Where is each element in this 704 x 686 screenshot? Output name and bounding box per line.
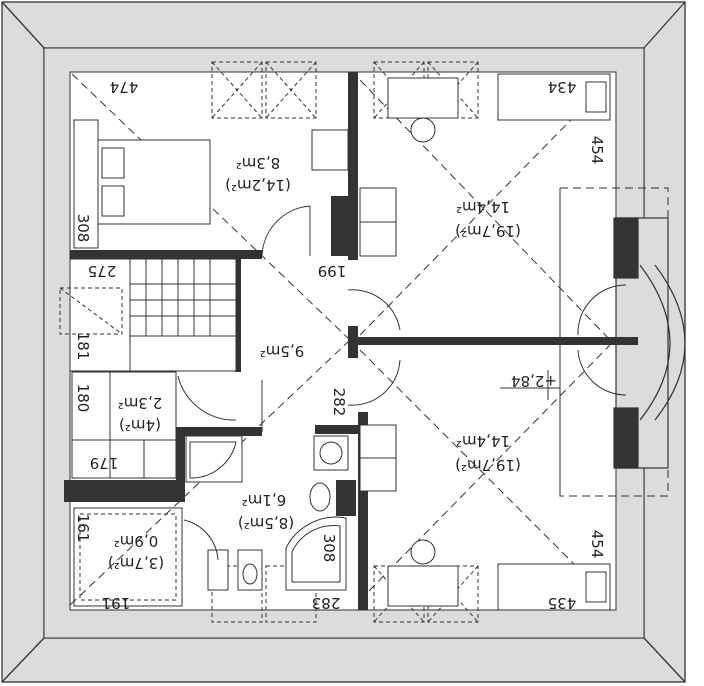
attic-zone (43, 47, 645, 639)
room-hall: 9,5m² (260, 342, 304, 360)
room-ne-sub: (19,7m²) (455, 222, 521, 240)
room-labels: 8,3m² (14,2m²) 14,4m² (19,7m²) 9,5m² 2,3… (108, 154, 521, 572)
storage (73, 507, 183, 607)
dim-474: 474 (110, 78, 139, 96)
hall-area: 9,5m² (260, 342, 304, 360)
level-marker: +2,84 (500, 370, 560, 400)
dim-454-top: 454 (588, 136, 606, 165)
bedroom-nw-sub: (14,2m²) (225, 176, 291, 194)
dim-454-bottom: 454 (588, 530, 606, 559)
dim-199: 199 (318, 262, 347, 280)
bathroom-area: 6,1m² (242, 491, 286, 509)
dim-181: 181 (74, 332, 92, 361)
bedroom-furniture (73, 119, 397, 257)
dim-191: 191 (102, 594, 131, 612)
dim-308-tub: 308 (320, 534, 338, 563)
closet-sub: (4m²) (119, 416, 161, 434)
dim-179: 179 (90, 454, 119, 472)
dim-435: 435 (548, 594, 577, 612)
room-se-area: 14,4m² (456, 432, 510, 450)
dim-161: 161 (74, 514, 92, 543)
room-bathroom: 6,1m² (8,5m²) (238, 491, 294, 532)
dim-275: 275 (88, 262, 117, 280)
dim-180: 180 (74, 384, 92, 413)
bedroom-nw-area: 8,3m² (236, 154, 280, 172)
room-se-furniture (359, 424, 611, 611)
closet (71, 371, 177, 479)
dim-434: 434 (548, 78, 577, 96)
level-text: +2,84 (511, 372, 557, 390)
closet-area: 2,3m² (118, 394, 162, 412)
room-ne-area: 14,4m² (456, 198, 510, 216)
storage-area: 0,9m² (114, 532, 158, 550)
dim-282: 282 (330, 388, 348, 417)
bathroom-fixtures (183, 435, 349, 591)
hall-doors (177, 284, 627, 432)
room-se: 14,4m² (19,7m²) (455, 432, 521, 474)
dim-308-bed: 308 (74, 214, 92, 243)
room-se-sub: (19,7m²) (455, 456, 521, 474)
storage-sub: (3,7m²) (108, 554, 164, 572)
room-closet: 2,3m² (4m²) (118, 394, 162, 434)
walls (64, 72, 638, 610)
room-bedroom-nw: 8,3m² (14,2m²) (225, 154, 291, 194)
stairs (59, 258, 237, 372)
room-ne: 14,4m² (19,7m²) (455, 198, 521, 240)
room-ne-furniture (387, 73, 611, 143)
room-storage: 0,9m² (3,7m²) (108, 532, 164, 572)
bathroom-sub: (8,5m²) (238, 514, 294, 532)
dimension-labels: 474 434 454 308 275 199 181 180 179 282 … (74, 78, 606, 612)
dim-283: 283 (312, 594, 341, 612)
